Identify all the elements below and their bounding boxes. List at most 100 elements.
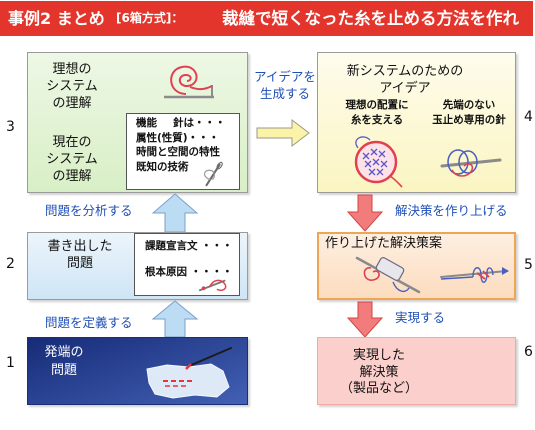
arrow-analyze	[152, 193, 198, 233]
blue-thread	[392, 281, 410, 293]
built-solution-title: 作り上げた解決策案	[325, 236, 443, 251]
realized-line-1: 実現した	[352, 348, 405, 363]
box-written-problem: 書き出した 問題 課題宣言文 ・・・ 根本原因 ・・・・	[27, 232, 248, 300]
thread-needle-icon	[198, 279, 227, 292]
idea-support-line-1: 理想の配置に	[345, 99, 409, 111]
thread-tail	[389, 175, 403, 188]
current-line-1: 現在の	[52, 135, 92, 150]
arrow-build-shape	[347, 194, 383, 232]
title-main: 事例2 まとめ	[8, 9, 105, 28]
written-problem-line-1: 書き出した	[47, 239, 113, 254]
root-cause-item: 根本原因 ・・・・	[145, 266, 233, 278]
arrow-realize	[347, 301, 383, 338]
arrow-realize-label: 実現する	[395, 310, 446, 325]
problem-statement-item: 課題宣言文 ・・・	[145, 240, 233, 252]
loop-needle-icon	[440, 149, 502, 177]
arrow-generate-shape	[256, 119, 310, 147]
idea-blunt-needle: 先端のない 玉止め専用の針	[425, 98, 513, 128]
thread-arrowhead	[502, 267, 509, 275]
thread-knot	[201, 286, 206, 291]
red-thread	[476, 270, 490, 280]
new-system-title: 新システムのための アイデア	[330, 63, 480, 97]
written-problem-label: 書き出した 問題	[44, 238, 116, 272]
realized-solution-label: 実現した 解決策 （製品など）	[339, 348, 419, 398]
idea-support-thread: 理想の配置に 糸を支える	[337, 98, 417, 128]
box-built-solution: 作り上げた解決策案	[317, 232, 516, 300]
arrow-generate	[256, 119, 310, 147]
detail-time-space: 時間と空間の特性	[136, 146, 220, 158]
detail-known-tech: 既知の技術	[136, 160, 189, 173]
ideal-line-3: の理解	[52, 96, 92, 111]
ideal-knot-icon	[164, 65, 214, 99]
loose-thread	[355, 136, 371, 149]
written-problem-line-2: 問題	[66, 256, 93, 271]
fabric-needle-icon	[146, 347, 232, 399]
idea-needle-line-2: 玉止め専用の針	[432, 114, 506, 126]
needle-shaft	[440, 270, 508, 278]
box-system-understanding: 理想の システム の理解 現在の システム の理解 機能 針は・・・ 属性(性質)…	[27, 52, 248, 193]
current-line-2: システム	[46, 152, 98, 167]
red-thread	[363, 267, 380, 281]
needle-shaft	[188, 347, 232, 367]
origin-problem-line-1: 発端の	[44, 345, 84, 360]
origin-problem-label: 発端の 問題	[39, 344, 89, 380]
step-number-2: 2	[6, 256, 15, 272]
detail-function-value: 針は・・・	[173, 117, 226, 129]
arrow-define	[152, 300, 198, 338]
needle-sleeve	[375, 257, 405, 281]
needle-eye	[216, 161, 223, 170]
red-thread	[451, 163, 474, 177]
system-details-box: 機能 針は・・・ 属性(性質)・・・ 時間と空間の特性 既知の技術	[126, 113, 240, 190]
thread-loop-2	[458, 150, 478, 174]
sleeve-needle-icon	[355, 256, 421, 294]
short-thread	[185, 363, 192, 370]
arrow-define-label: 問題を定義する	[45, 315, 133, 330]
idea-support-line-2: 糸を支える	[350, 114, 404, 126]
needle-shaft	[440, 158, 502, 168]
box-realized-solution: 実現した 解決策 （製品など）	[317, 337, 516, 405]
title-method: [6箱方式]：	[116, 11, 184, 25]
arrow-build	[347, 194, 383, 232]
detail-function-label: 機能	[136, 117, 157, 129]
arrow-analyze-shape	[152, 193, 198, 233]
arrow-generate-line-1: アイデアを	[254, 69, 316, 84]
origin-problem-line-2: 問題	[50, 363, 77, 378]
thread-loop-1	[447, 149, 469, 175]
needle-shaft	[205, 163, 221, 187]
blue-thread	[440, 276, 474, 280]
step-number-4: 4	[524, 109, 533, 125]
current-line-3: の理解	[52, 169, 92, 184]
realized-line-2: 解決策	[359, 364, 399, 380]
cross-stitches	[362, 148, 388, 176]
arrow-define-shape	[152, 300, 198, 338]
ideal-system-label: 理想の システム の理解	[41, 61, 103, 112]
realized-line-3: （製品など）	[339, 381, 418, 396]
box-new-system-ideas: 新システムのための アイデア 理想の配置に 糸を支える 先端のない 玉止め専用の…	[317, 52, 516, 193]
arrow-generate-line-2: 生成する	[259, 86, 310, 101]
idea-needle-line-1: 先端のない	[442, 99, 496, 111]
detail-row-function: 機能 針は・・・	[136, 116, 226, 131]
step-number-1: 1	[6, 355, 15, 371]
knot-thread	[170, 65, 213, 95]
arrow-realize-shape	[347, 301, 383, 338]
step-number-5: 5	[524, 257, 533, 273]
cross-stitch-icon	[354, 136, 403, 188]
arrow-analyze-label: 問題を分析する	[45, 203, 133, 218]
thread-loops	[472, 267, 494, 283]
threaded-needle-icon	[440, 267, 509, 283]
title-bar: 事例2 まとめ [6箱方式]： 裁縫で短くなった糸を止める方法を作れ	[0, 1, 533, 36]
new-system-title-line-1: 新システムのための	[346, 64, 464, 79]
new-system-title-line-2: アイデア	[379, 81, 431, 96]
step-number-6: 6	[524, 344, 533, 360]
ideal-line-1: 理想の	[52, 62, 92, 77]
step-number-3: 3	[6, 119, 15, 135]
box-origin-problem: 発端の 問題	[27, 337, 248, 405]
detail-attributes: 属性(性質)・・・	[136, 131, 220, 144]
problem-items-box: 課題宣言文 ・・・ 根本原因 ・・・・	[134, 233, 240, 296]
needle-thread	[208, 279, 227, 291]
ideal-line-2: システム	[46, 79, 98, 94]
arrow-generate-label: アイデアを 生成する	[250, 68, 320, 102]
needle-icon	[203, 161, 223, 187]
title-task: 裁縫で短くなった糸を止める方法を作れ	[222, 9, 519, 28]
